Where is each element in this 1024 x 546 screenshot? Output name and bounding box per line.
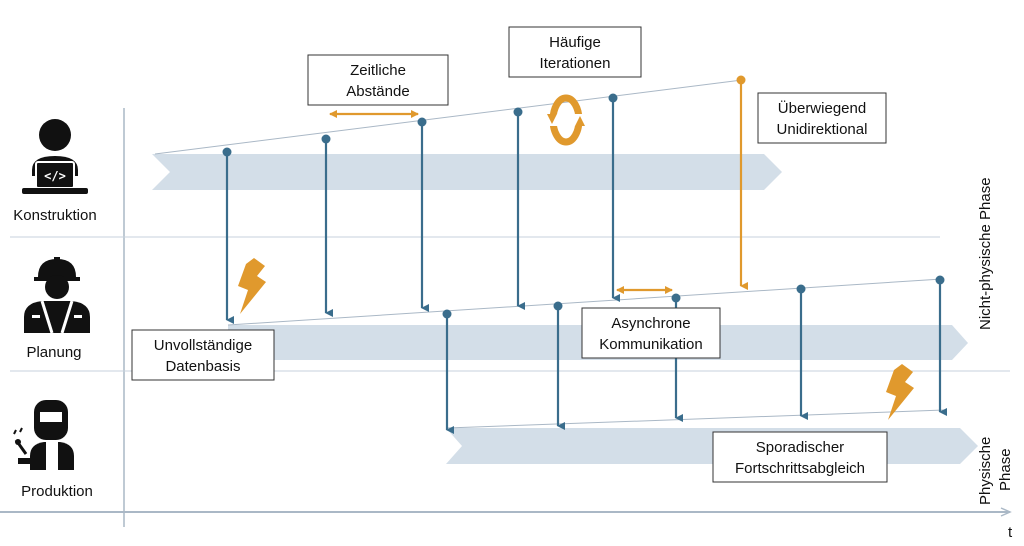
physische-line2: Phase <box>997 448 1014 491</box>
produktion-band <box>446 428 978 464</box>
haeufige-line1: Häufige <box>549 34 601 51</box>
haeufige-line2: Iterationen <box>540 55 611 72</box>
asynchrone-line2: Kommunikation <box>599 336 702 353</box>
nicht-physische-phase-label: Nicht-physische Phase <box>977 177 994 330</box>
welder-icon <box>13 400 74 470</box>
flow-dot <box>553 301 563 311</box>
lane-label-planung: Planung <box>26 344 81 361</box>
sporadischer-line2: Fortschrittsabgleich <box>735 460 865 477</box>
time-axis-label: t <box>1008 524 1013 541</box>
unvollstaendige-line1: Unvollständige <box>154 337 252 354</box>
asynchrone-kommunikation-box: Asynchrone Kommunikation <box>581 307 721 359</box>
zeitliche-line2: Abstände <box>346 83 409 100</box>
konstruktion-timeline-top <box>154 79 743 155</box>
asynchrone-line1: Asynchrone <box>611 315 690 332</box>
physische-phase-label: Physische Phase <box>977 437 1014 505</box>
flow-dot <box>796 284 806 294</box>
ueberwiegend-line1: Überwiegend <box>778 99 866 117</box>
ueberwiegend-unidirektional-box: Überwiegend Unidirektional <box>757 92 887 144</box>
flow-dot <box>608 93 618 103</box>
physische-line1: Physische <box>977 437 994 505</box>
lightning-bolt-icon <box>238 258 266 314</box>
lane-label-produktion: Produktion <box>21 483 93 500</box>
haeufige-iterationen-box: Häufige Iterationen <box>508 26 642 78</box>
planung-timeline-top <box>227 278 943 326</box>
ueberwiegend-line2: Unidirektional <box>777 121 868 138</box>
flow-dot <box>321 134 331 144</box>
flow-dot <box>671 293 681 303</box>
zeitliche-line1: Zeitliche <box>350 62 406 79</box>
lightning-bolt-icon <box>886 364 914 420</box>
unvollstaendige-datenbasis-box: Unvollständige Datenbasis <box>131 329 275 381</box>
flow-dot <box>222 147 232 157</box>
svg-text:</>: </> <box>44 169 66 183</box>
unidirektional-dot <box>736 75 746 85</box>
flow-dot <box>442 309 452 319</box>
konstruktion-to-planung-arrows <box>222 93 620 324</box>
developer-laptop-icon: </> <box>22 119 88 194</box>
flow-dot <box>935 275 945 285</box>
zeitliche-abstaende-box: Zeitliche Abstände <box>307 54 449 106</box>
circular-arrows-icon <box>547 94 585 146</box>
sporadischer-fortschrittsabgleich-box: Sporadischer Fortschrittsabgleich <box>712 431 888 483</box>
sporadischer-line1: Sporadischer <box>756 439 844 456</box>
unvollstaendige-line2: Datenbasis <box>165 358 240 375</box>
construction-worker-icon <box>24 257 90 334</box>
konstruktion-band <box>152 154 782 190</box>
flow-dot <box>417 117 427 127</box>
flow-dot <box>513 107 523 117</box>
lane-label-konstruktion: Konstruktion <box>13 207 96 224</box>
produktion-timeline-top <box>446 409 945 429</box>
